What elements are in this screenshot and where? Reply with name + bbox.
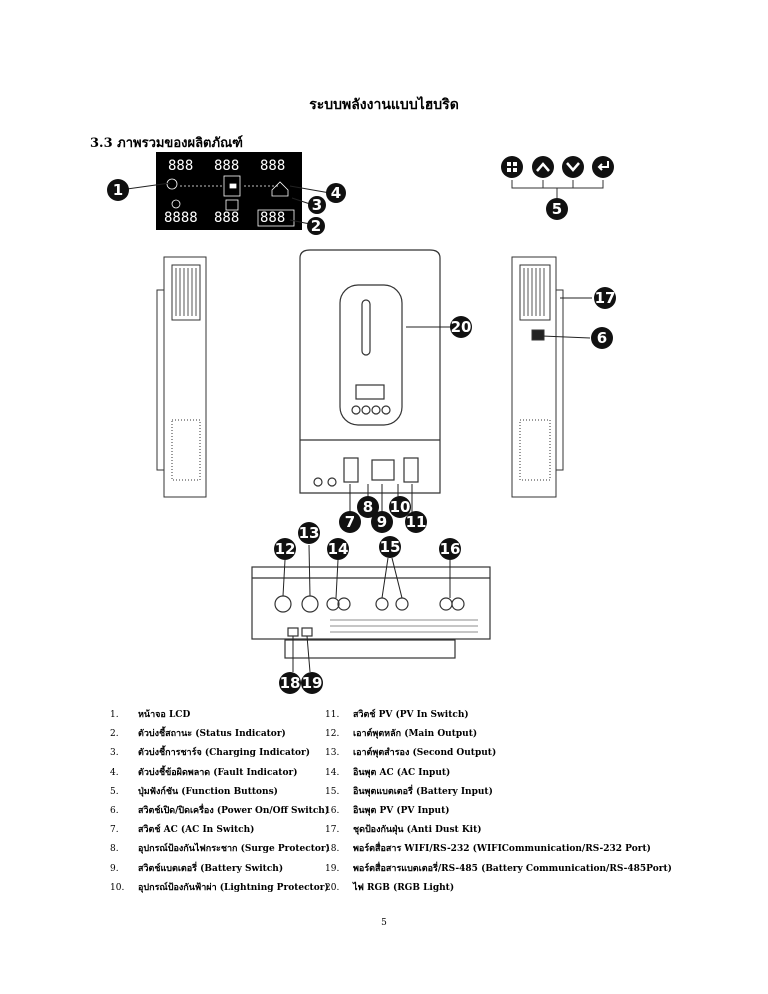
svg-text:19: 19: [302, 674, 323, 692]
svg-text:11: 11: [406, 513, 427, 531]
svg-text:15: 15: [380, 538, 401, 556]
callout-11: 11: [405, 511, 427, 533]
callout-20: 20: [450, 316, 472, 338]
legend-item: 16.อินพุต PV (PV Input): [325, 805, 450, 816]
page-title: ระบบพลังงานแบบไฮบริด: [309, 97, 459, 113]
callout-4: 4: [326, 183, 346, 203]
callout-16: 16: [439, 538, 461, 560]
svg-text:4: 4: [331, 184, 341, 202]
svg-text:18: 18: [280, 674, 301, 692]
callout-9: 9: [371, 511, 393, 533]
lcd-digits-3: 888: [260, 158, 285, 174]
callout-8: 8: [357, 496, 379, 518]
section-heading: 3.3 ภาพรวมของผลิตภัณฑ์: [90, 136, 243, 151]
svg-text:1: 1: [113, 181, 123, 199]
svg-text:17: 17: [595, 289, 616, 307]
legend-column-left: 1.หน้าจอ LCD 2.ตัวบ่งชี้สถานะ (Status In…: [110, 706, 390, 898]
lcd-digits-6: 888: [260, 210, 285, 226]
svg-text:8: 8: [363, 498, 373, 516]
callout-14: 14: [327, 538, 349, 560]
legend-item: 3.ตัวบ่งชี้การชาร์จ (Charging Indicator): [110, 748, 311, 759]
right-side-view: [511, 256, 564, 498]
legend-item: 20.ไฟ RGB (RGB Light): [325, 882, 455, 893]
svg-text:2: 2: [311, 217, 321, 235]
legend-item: 9.สวิตช์แบตเตอรี่ (Battery Switch): [110, 863, 284, 874]
legend-column-right: 11.สวิตช์ PV (PV In Switch) 12.เอาต์พุตห…: [325, 706, 672, 898]
legend-item: 2.ตัวบ่งชี้สถานะ (Status Indicator): [110, 729, 286, 740]
legend-item: 14.อินพุต AC (AC Input): [325, 767, 451, 778]
leader-lines: [126, 182, 592, 673]
svg-text:14: 14: [328, 540, 349, 558]
product-overview-figure: 888 888 888 8888 888 888: [107, 152, 616, 694]
lcd-display: 888 888 888 8888 888 888: [156, 152, 302, 230]
svg-text:9: 9: [377, 513, 387, 531]
bottom-view: [251, 566, 491, 659]
callout-15: 15: [379, 536, 401, 558]
svg-text:20: 20: [451, 318, 472, 336]
up-button-icon: [532, 156, 554, 178]
lcd-digits-1: 888: [168, 158, 193, 174]
legend-item: 18.พอร์ตสื่อสาร WIFI/RS-232 (WIFICommuni…: [325, 844, 651, 855]
callout-12: 12: [274, 538, 296, 560]
callout-13: 13: [298, 522, 320, 544]
callout-1: 1: [107, 179, 129, 201]
legend-item: 13.เอาต์พุตสำรอง (Second Output): [325, 748, 497, 759]
svg-text:12: 12: [275, 540, 296, 558]
page-number: 5: [381, 918, 387, 928]
lcd-digits-4: 8888: [164, 210, 198, 226]
svg-text:6: 6: [597, 329, 607, 347]
callout-17: 17: [594, 287, 616, 309]
callout-2: 2: [307, 217, 325, 235]
legend-item: 8.อุปกรณ์ป้องกันไฟกระชาก (Surge Protecto…: [110, 844, 330, 855]
legend-item: 15.อินพุตแบตเตอรี่ (Battery Input): [325, 786, 493, 797]
legend-item: 5.ปุ่มฟังก์ชัน (Function Buttons): [110, 786, 278, 797]
function-buttons: [501, 156, 614, 198]
legend-item: 17.ชุดป้องกันฝุ่น (Anti Dust Kit): [325, 825, 482, 836]
left-side-view: [156, 256, 207, 498]
legend-item: 12.เอาต์พุตหลัก (Main Output): [325, 729, 478, 740]
callout-5: 5: [546, 198, 568, 220]
svg-text:13: 13: [299, 524, 320, 542]
legend-item: 10.อุปกรณ์ป้องกันฟ้าผ่า (Lightning Prote…: [110, 882, 329, 893]
legend-item: 6.สวิตช์เปิด/ปิดเครื่อง (Power On/Off Sw…: [110, 805, 330, 816]
legend-item: 4.ตัวบ่งชี้ข้อผิดพลาด (Fault Indicator): [110, 767, 298, 778]
menu-button-icon: [501, 156, 523, 178]
legend-item: 11.สวิตช์ PV (PV In Switch): [325, 710, 469, 720]
svg-text:7: 7: [345, 513, 355, 531]
legend-item: 19.พอร์ตสื่อสารแบตเตอรี่/RS-485 (Battery…: [325, 863, 672, 874]
callout-10: 10: [389, 496, 411, 518]
callout-markers: 1 2 3 4 5 6 7 8 9 10 11 12 13 14 15 16 1…: [107, 179, 616, 694]
callout-18: 18: [279, 672, 301, 694]
callout-7: 7: [339, 511, 361, 533]
callout-3: 3: [308, 196, 326, 214]
svg-text:3: 3: [312, 196, 322, 214]
svg-text:16: 16: [440, 540, 461, 558]
lcd-digits-5: 888: [214, 210, 239, 226]
front-view: [299, 249, 441, 494]
callout-6: 6: [591, 327, 613, 349]
lcd-digits-2: 888: [214, 158, 239, 174]
legend-item: 7.สวิตช์ AC (AC In Switch): [110, 825, 255, 836]
legend-item: 1.หน้าจอ LCD: [110, 710, 191, 720]
down-button-icon: [562, 156, 584, 178]
callout-19: 19: [301, 672, 323, 694]
svg-text:5: 5: [552, 200, 562, 218]
svg-text:10: 10: [390, 498, 411, 516]
